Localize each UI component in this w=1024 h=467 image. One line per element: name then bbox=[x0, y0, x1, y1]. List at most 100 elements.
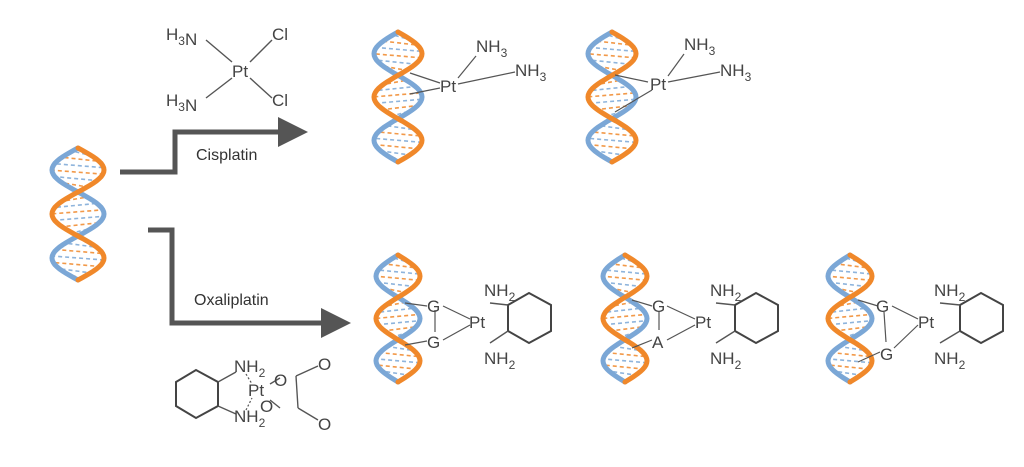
dna-base-pair bbox=[54, 261, 102, 268]
dna-base-pair bbox=[609, 262, 641, 269]
dna-base-pair bbox=[54, 248, 102, 255]
dna-base-pair bbox=[836, 370, 864, 377]
cisplatin-ligand-bottom-left: H3N bbox=[166, 91, 197, 115]
dna-base-pair bbox=[373, 137, 423, 144]
dna-base-pair bbox=[374, 53, 422, 59]
dna-base-pair bbox=[828, 275, 872, 282]
dna-helix-cisplatin-adduct-1 bbox=[371, 29, 425, 165]
dna-base-pair bbox=[383, 150, 413, 157]
dna-base-pair bbox=[378, 59, 418, 66]
dna-base-pair bbox=[375, 358, 421, 364]
dna-base-pair bbox=[374, 92, 422, 98]
dna-base-pair bbox=[376, 144, 420, 150]
oxaliplatin-adduct-2: G A Pt NH2 NH2 bbox=[631, 281, 779, 372]
dna-base-pair bbox=[382, 262, 414, 269]
dna-base-pair bbox=[66, 195, 90, 202]
dna-base-pair bbox=[62, 242, 94, 248]
dna-base-pair bbox=[382, 326, 414, 332]
cisplatin-adduct-2-ligand-a: NH3 bbox=[684, 35, 716, 58]
cisplatin-adduct-1: Pt NH3 NH3 bbox=[409, 37, 547, 96]
dna-base-pair bbox=[605, 364, 645, 370]
dna-base-pair bbox=[380, 307, 416, 313]
dna-strand-orange bbox=[371, 29, 425, 165]
dna-base-pair bbox=[605, 351, 645, 358]
oxaliplatin-adduct-3-amine-top: NH2 bbox=[934, 281, 966, 304]
oxaliplatin-adduct-3: G G Pt NH2 NH2 bbox=[857, 281, 1004, 372]
dna-base-pair bbox=[386, 79, 410, 85]
dna-base-pair bbox=[830, 351, 870, 358]
dna-base-pair bbox=[384, 370, 412, 377]
oxaliplatin-adduct-3-amine-bottom: NH2 bbox=[934, 349, 966, 372]
oxaliplatin-adduct-1: G G Pt NH2 NH2 bbox=[404, 281, 552, 372]
dna-base-pair bbox=[832, 307, 868, 313]
dna-base-pair bbox=[607, 307, 643, 313]
oxaliplatin-adduct-2-amine-bottom: NH2 bbox=[710, 349, 742, 372]
dna-base-pair bbox=[834, 262, 866, 269]
cisplatin-adduct-1-metal: Pt bbox=[440, 77, 456, 96]
dna-base-pair bbox=[832, 281, 868, 288]
cisplatin-chloride-top: Cl bbox=[272, 25, 288, 44]
dna-base-pair bbox=[375, 46, 421, 53]
dna-base-pair bbox=[588, 92, 636, 98]
dna-base-pair bbox=[587, 137, 637, 144]
dna-base-pair bbox=[375, 98, 421, 105]
dna-base-pair bbox=[59, 222, 97, 228]
dna-base-pair bbox=[834, 326, 866, 332]
oxaliplatin-oxygen-2: O bbox=[260, 397, 273, 416]
oxaliplatin-adduct-3-metal: Pt bbox=[918, 313, 934, 332]
dna-base-pair bbox=[51, 255, 105, 261]
oxaliplatin-adduct-2-metal: Pt bbox=[695, 313, 711, 332]
cisplatin-adduct-1-ligand-b: NH3 bbox=[515, 61, 547, 84]
oxaliplatin-amine-top: NH2 bbox=[234, 357, 266, 380]
cisplatin-ligand-top-left: H3N bbox=[166, 25, 197, 49]
dna-base-pair bbox=[378, 85, 418, 92]
dna-base-pair bbox=[607, 281, 643, 288]
dna-base-pair bbox=[380, 281, 416, 288]
oxaliplatin-adduct-2-amine-top: NH2 bbox=[710, 281, 742, 304]
cisplatin-chloride-bottom: Cl bbox=[272, 91, 288, 110]
dna-base-pair bbox=[609, 326, 641, 332]
cisplatin-adduct-2-metal: Pt bbox=[650, 75, 666, 94]
dna-strand-orange bbox=[825, 252, 875, 385]
dna-strand-orange bbox=[585, 29, 639, 165]
dna-base-pair bbox=[377, 269, 419, 275]
oxaliplatin-structure: NH2 NH2 Pt O O O O bbox=[175, 355, 331, 434]
dna-base-pair bbox=[603, 313, 647, 320]
oxaliplatin-carbonyl-1: O bbox=[318, 355, 331, 374]
dna-base-pair bbox=[52, 209, 104, 215]
dna-base-pair bbox=[590, 131, 634, 137]
dna-base-pair bbox=[604, 269, 646, 275]
dna-base-pair bbox=[380, 105, 416, 111]
dna-strand-blue bbox=[49, 145, 107, 283]
dna-strand-blue bbox=[825, 252, 875, 385]
dna-base-pair bbox=[53, 215, 103, 222]
dna-strand-orange bbox=[600, 252, 650, 385]
oxaliplatin-adduct-1-amine-bottom: NH2 bbox=[484, 349, 516, 372]
cisplatin-adduct-2-ligand-b: NH3 bbox=[720, 61, 752, 84]
dna-helix-oxaliplatin-adduct-1 bbox=[373, 252, 423, 385]
dna-strand-blue bbox=[585, 29, 639, 165]
dna-base-pair bbox=[602, 358, 648, 364]
dna-base-pair bbox=[378, 351, 418, 358]
dna-base-pair bbox=[590, 144, 634, 150]
dna-base-pair bbox=[830, 364, 870, 370]
dna-base-pair bbox=[376, 131, 420, 137]
oxaliplatin-adduct-2-base-top: G bbox=[652, 297, 665, 316]
oxaliplatin-reaction-arrow bbox=[148, 227, 351, 338]
dna-base-pair bbox=[592, 85, 632, 92]
dna-helix-oxaliplatin-adduct-3 bbox=[825, 252, 875, 385]
dna-strand-blue bbox=[371, 29, 425, 165]
oxaliplatin-carbonyl-2: O bbox=[318, 415, 331, 434]
oxaliplatin-oxygen-1: O bbox=[274, 371, 287, 390]
dna-base-pair bbox=[56, 202, 100, 208]
oxaliplatin-adduct-1-base-top: G bbox=[427, 297, 440, 316]
dna-base-pair bbox=[378, 364, 418, 370]
oxaliplatin-adduct-1-metal: Pt bbox=[469, 313, 485, 332]
cisplatin-adduct-1-ligand-a: NH3 bbox=[476, 37, 508, 60]
oxaliplatin-metal: Pt bbox=[248, 381, 264, 400]
dna-base-pair bbox=[376, 275, 420, 282]
dna-base-pair bbox=[600, 79, 624, 85]
cisplatin-structure: Pt H3N H3N Cl Cl bbox=[166, 25, 288, 115]
dna-base-pair bbox=[589, 46, 635, 53]
dna-strand-blue bbox=[600, 252, 650, 385]
